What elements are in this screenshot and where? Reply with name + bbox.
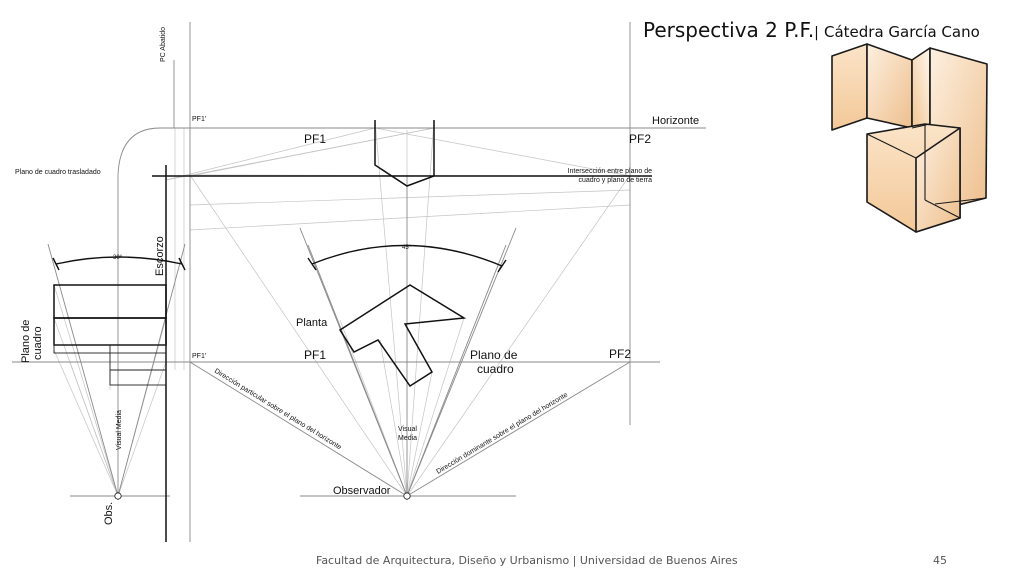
perspective-boxes-illustration bbox=[831, 43, 988, 233]
label-plano-de-cuadro-center-2: cuadro bbox=[477, 362, 514, 376]
label-observador: Observador bbox=[333, 485, 391, 497]
label-direccion-particular: Dirección particular sobre el plano del … bbox=[213, 368, 343, 452]
label-interseccion-2: cuadro y plano de tierra bbox=[578, 177, 652, 184]
label-direccion-dominante: Dirección dominante sobre el plano del h… bbox=[435, 391, 569, 475]
box-upper-right-face bbox=[911, 47, 931, 129]
label-pf2-bottom: PF2 bbox=[609, 347, 631, 361]
label-planta: Planta bbox=[296, 317, 328, 329]
box-upper-left-side bbox=[866, 43, 913, 129]
primary-lines bbox=[53, 120, 652, 542]
title-subtitle: Cátedra García Cano bbox=[823, 23, 980, 41]
label-angle-45: 45° bbox=[402, 245, 412, 251]
label-visual-media-center-2: Media bbox=[398, 435, 417, 442]
label-plano-cuadro-trasladado: Plano de cuadro trasladado bbox=[15, 169, 101, 176]
obs-point-left bbox=[114, 492, 122, 500]
label-visual-media-center-1: Visual bbox=[398, 426, 417, 433]
label-plano-de-cuadro-left-2: cuadro bbox=[32, 326, 44, 360]
slide-title: Perspectiva 2 P.F.| Cátedra García Cano bbox=[643, 18, 980, 42]
box-upper-left-face bbox=[831, 43, 868, 131]
label-pf1-bottom: PF1 bbox=[304, 348, 326, 362]
footer-text: Facultad de Arquitectura, Diseño y Urban… bbox=[316, 554, 738, 567]
label-escorzo: Escorzo bbox=[154, 236, 166, 276]
label-obs: Obs. bbox=[103, 502, 115, 525]
label-plano-de-cuadro-center-1: Plano de bbox=[470, 348, 518, 362]
label-pc-abatido: PC Abatido bbox=[160, 27, 167, 62]
label-plano-de-cuadro-left-1: Plano de bbox=[20, 320, 32, 363]
label-angle-30: 30° bbox=[113, 255, 123, 261]
title-main: Perspectiva 2 P.F. bbox=[643, 18, 815, 42]
reference-lines bbox=[12, 22, 706, 542]
arc-30 bbox=[55, 256, 183, 265]
label-interseccion-1: Intersección entre plano de bbox=[568, 168, 653, 175]
angle-arcs bbox=[52, 244, 507, 273]
page-number: 45 bbox=[933, 554, 947, 567]
title-separator: | bbox=[814, 25, 819, 41]
label-pf2-top: PF2 bbox=[629, 132, 651, 146]
label-pf1-prime-bottom: PF1' bbox=[192, 353, 206, 360]
label-horizonte: Horizonte bbox=[652, 115, 699, 127]
arc-45 bbox=[311, 244, 503, 267]
label-visual-media-left: Visual Media bbox=[116, 410, 123, 450]
label-pf1-top: PF1 bbox=[304, 132, 326, 146]
observer-points bbox=[114, 492, 411, 500]
label-pf1-prime-top: PF1' bbox=[192, 116, 206, 123]
obs-point-center bbox=[403, 492, 411, 500]
secondary-lines bbox=[53, 344, 167, 386]
